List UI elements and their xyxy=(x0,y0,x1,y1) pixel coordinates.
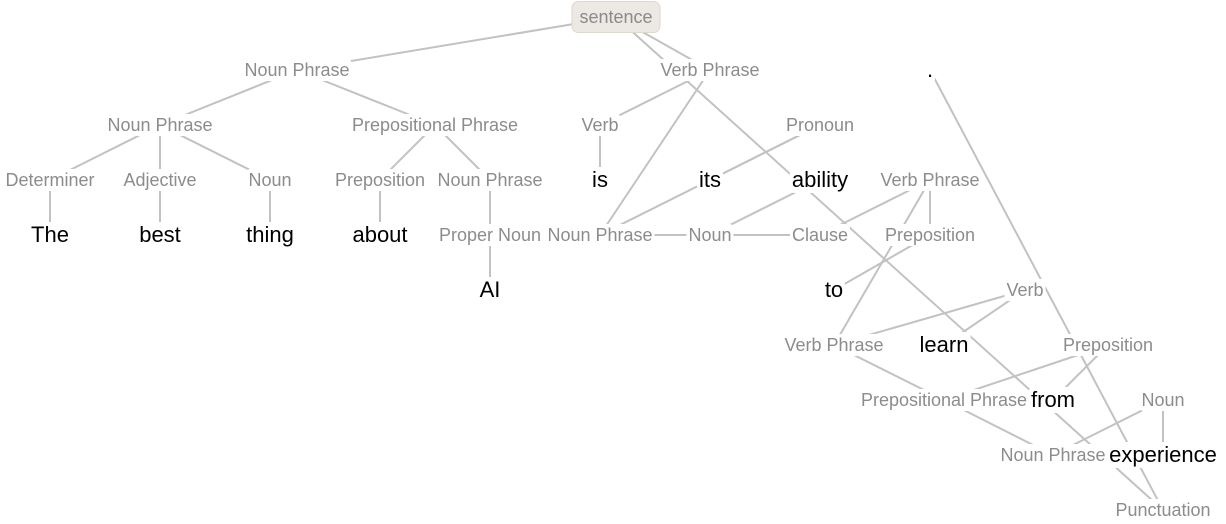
category-node-noun-phrase: Noun Phrase xyxy=(105,114,215,136)
word-ai: AI xyxy=(477,277,503,303)
category-node-punctuation: Punctuation xyxy=(1113,499,1213,521)
word-its: its xyxy=(697,167,723,193)
word-about: about xyxy=(350,222,410,248)
category-node-clause: Clause xyxy=(789,224,851,246)
word-from: from xyxy=(1029,387,1077,413)
word-experience: experience xyxy=(1107,442,1219,468)
category-node-pronoun: Pronoun xyxy=(783,114,857,136)
category-node-noun: Noun xyxy=(246,169,294,191)
tree-edge xyxy=(599,69,711,236)
word-period: . xyxy=(924,57,936,83)
word-to: to xyxy=(822,277,846,303)
word-is: is xyxy=(590,167,610,193)
tree-edge xyxy=(615,16,1164,511)
category-node-noun-phrase: Noun Phrase xyxy=(998,444,1108,466)
category-node-adjective: Adjective xyxy=(121,169,199,191)
category-node-preposition: Preposition xyxy=(882,224,978,246)
category-node-verb-phrase: Verb Phrase xyxy=(782,334,886,356)
category-node-noun-phrase: Noun Phrase xyxy=(435,169,545,191)
category-node-prepositional-phrase: Prepositional Phrase xyxy=(858,389,1030,411)
category-node-noun-phrase: Noun Phrase xyxy=(545,224,655,246)
category-node-preposition: Preposition xyxy=(1060,334,1156,356)
word-thing: thing xyxy=(244,222,296,248)
category-node-verb-phrase: Verb Phrase xyxy=(878,169,982,191)
category-node-prepositional-phrase: Prepositional Phrase xyxy=(349,114,521,136)
category-node-verb-phrase: Verb Phrase xyxy=(658,59,762,81)
category-node-noun: Noun xyxy=(1139,389,1187,411)
word-ability: ability xyxy=(789,167,851,193)
category-node-preposition: Preposition xyxy=(332,169,428,191)
root-node: sentence xyxy=(571,1,661,33)
category-node-proper-noun: Proper Noun xyxy=(436,224,544,246)
tree-edge xyxy=(833,179,931,346)
category-node-verb: Verb xyxy=(579,114,621,136)
word-learn: learn xyxy=(917,332,971,358)
category-node-noun-phrase: Noun Phrase xyxy=(242,59,352,81)
category-node-verb: Verb xyxy=(1004,279,1046,301)
word-best: best xyxy=(137,222,183,248)
word-the: The xyxy=(29,222,71,248)
tree-edge xyxy=(929,69,1164,511)
category-node-noun: Noun xyxy=(686,224,734,246)
category-node-determiner: Determiner xyxy=(3,169,97,191)
